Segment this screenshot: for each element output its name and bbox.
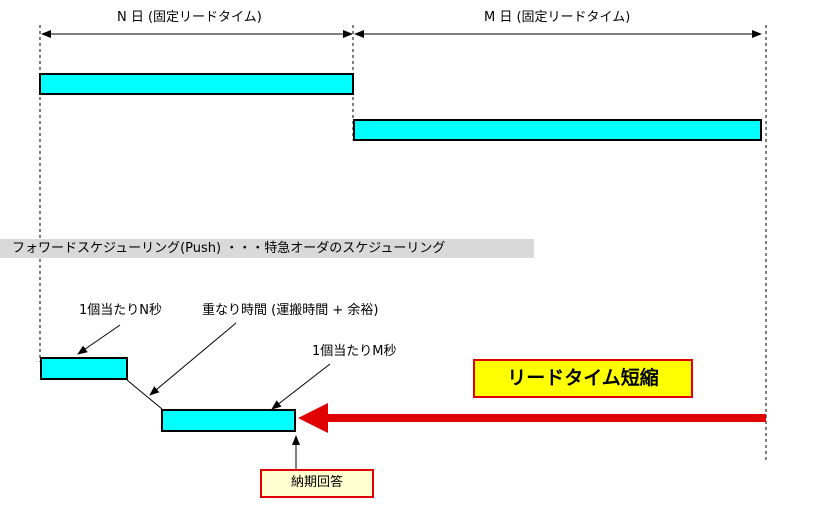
per-piece-m-arrow bbox=[271, 363, 331, 410]
lead-time-reduction-arrow-head bbox=[298, 403, 328, 433]
overlap-time-arrow bbox=[149, 322, 237, 396]
piece-bar-m-seconds bbox=[161, 409, 296, 432]
per-piece-m-label: 1個当たりM秒 bbox=[312, 344, 397, 359]
delivery-answer-callout: 納期回答 bbox=[260, 469, 374, 498]
process-bar-n-days bbox=[39, 73, 354, 95]
per-piece-n-arrow bbox=[77, 324, 121, 355]
lead-time-reduction-callout: リードタイム短縮 bbox=[473, 359, 693, 398]
piece-bar-n-seconds bbox=[40, 357, 128, 380]
process-bar-m-days bbox=[353, 119, 762, 141]
overlap-connector-line bbox=[126, 379, 163, 410]
forward-scheduling-banner: フォワードスケジューリング(Push) ・・・特急オーダのスケジューリング bbox=[0, 239, 534, 258]
overlap-time-label: 重なり時間 (運搬時間 + 余裕) bbox=[202, 303, 379, 318]
m-days-label: M 日 (固定リードタイム) bbox=[484, 10, 631, 25]
n-days-label: N 日 (固定リードタイム) bbox=[117, 10, 262, 25]
per-piece-n-label: 1個当たりN秒 bbox=[79, 303, 162, 318]
lead-time-reduction-arrow-shaft bbox=[326, 414, 766, 422]
